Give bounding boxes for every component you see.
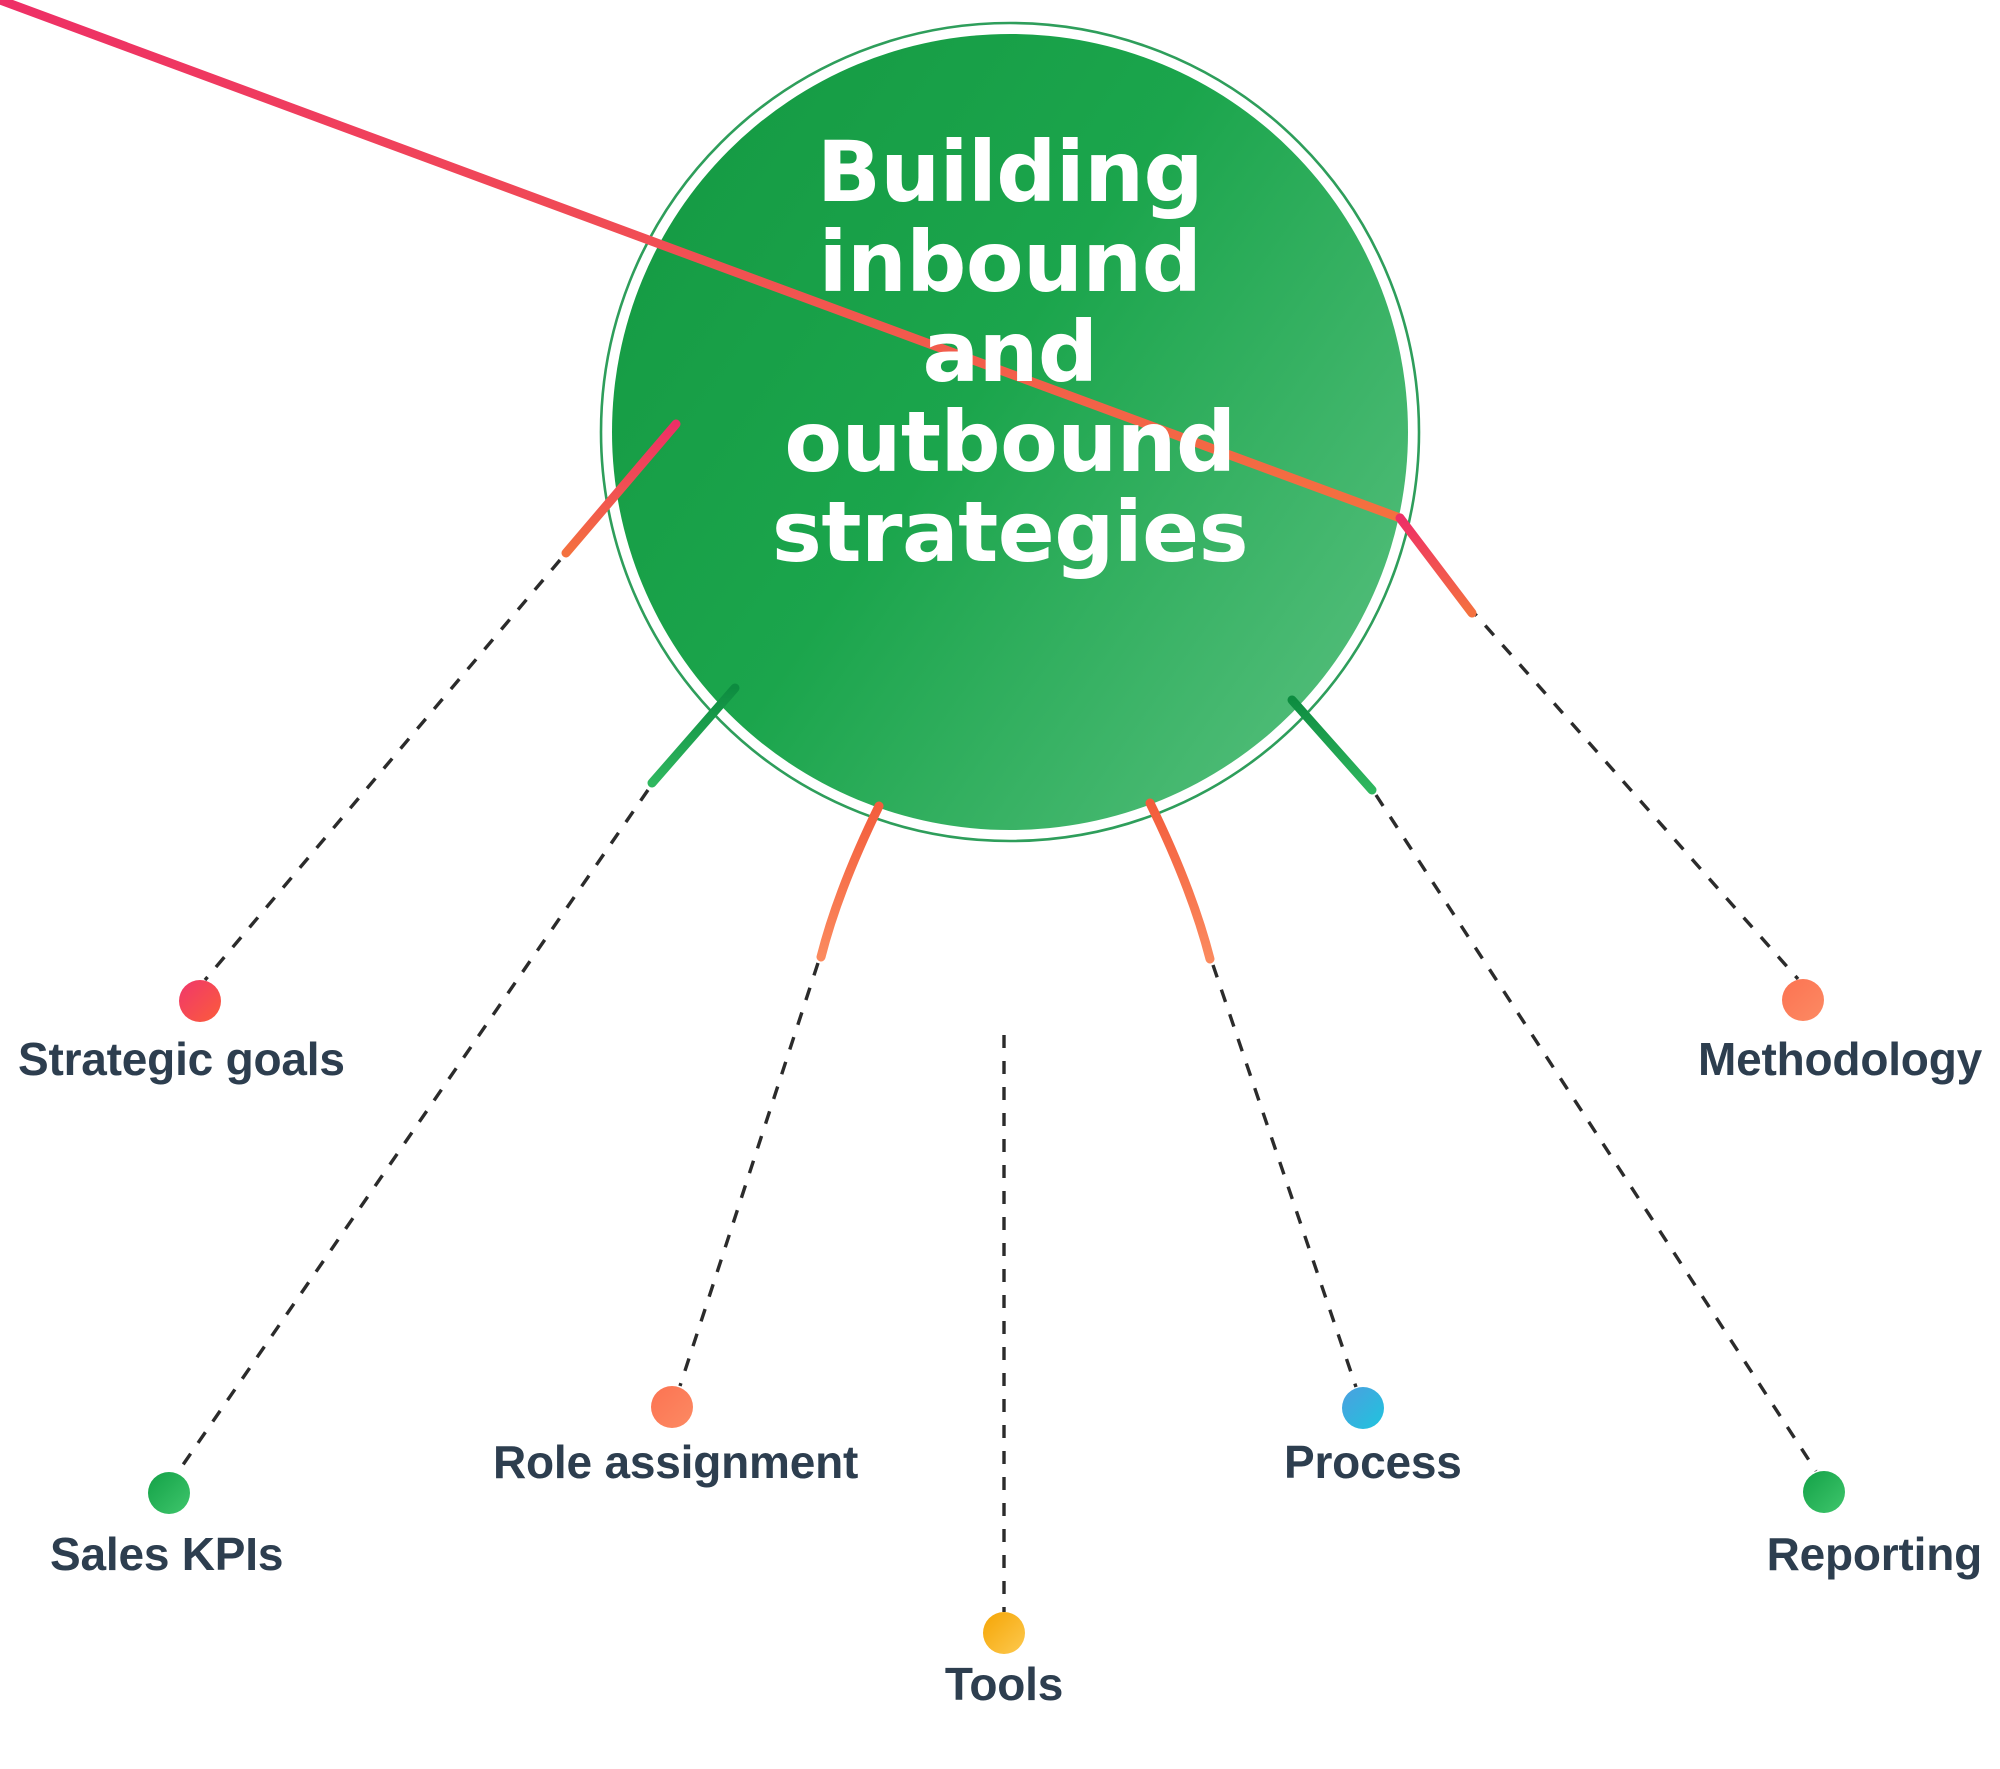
connector-dash-sales-kpis — [176, 789, 650, 1473]
node-dot-tools[interactable] — [983, 1612, 1025, 1654]
node-dot-methodology[interactable] — [1782, 979, 1824, 1021]
node-label-sales-kpis: Sales KPIs — [50, 1528, 284, 1580]
connector-dash-process — [1211, 964, 1358, 1388]
connector-dash-role-assignment — [678, 962, 820, 1387]
stem-methodology-2 — [1395, 513, 1477, 618]
connector-color-stems — [0, 0, 1477, 1035]
node-label-methodology: Methodology — [1698, 1033, 1982, 1085]
node-dot-sales-kpis[interactable] — [148, 1472, 190, 1514]
stem-role-assignment — [816, 801, 884, 962]
node-dot-role-assignment[interactable] — [651, 1386, 693, 1428]
stem-reporting — [1287, 695, 1377, 795]
node-dot-strategic-goals[interactable] — [179, 980, 221, 1022]
stem-process — [1145, 798, 1215, 964]
hub-circle — [612, 34, 1408, 830]
node-label-role-assignment: Role assignment — [493, 1436, 859, 1488]
connector-dash-reporting — [1374, 794, 1818, 1472]
node-label-tools: Tools — [944, 1658, 1064, 1710]
connector-dashed-lines — [176, 558, 1818, 1612]
node-label-process: Process — [1284, 1436, 1462, 1488]
stem-strategic-goals — [561, 419, 681, 558]
node-label-reporting: Reporting — [1766, 1528, 1983, 1580]
connector-dash-methodology — [1466, 604, 1800, 981]
stem-methodology — [0, 0, 1405, 523]
node-dots — [148, 979, 1845, 1654]
hub-circle-group — [599, 21, 1421, 843]
node-label-strategic-goals: Strategic goals — [18, 1033, 345, 1085]
node-dot-process[interactable] — [1342, 1387, 1384, 1429]
connector-dash-strategic-goals — [203, 558, 562, 982]
hub-outer-ring — [599, 21, 1421, 843]
node-dot-reporting[interactable] — [1803, 1471, 1845, 1513]
stem-sales-kpis — [647, 683, 740, 788]
